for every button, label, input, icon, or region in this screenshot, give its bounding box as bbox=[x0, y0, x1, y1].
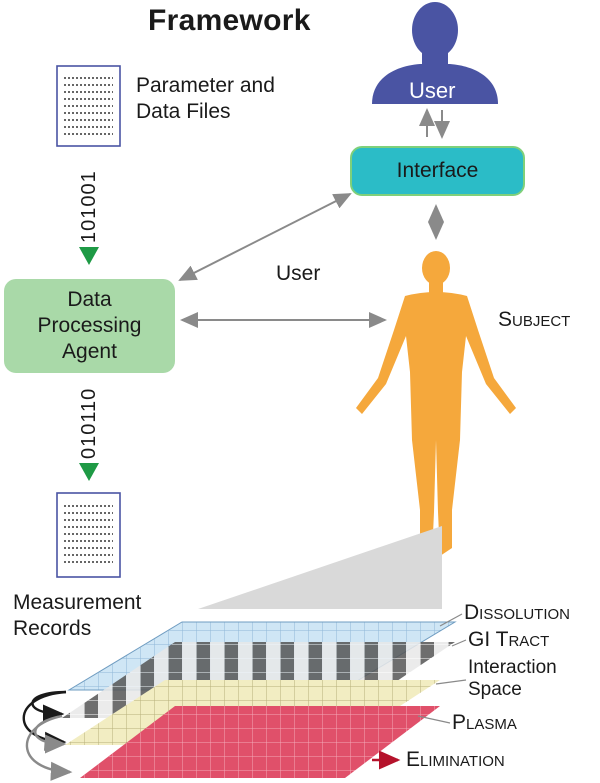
elimination-label: Elimination bbox=[406, 748, 505, 771]
agent-line1: Data bbox=[67, 288, 112, 311]
gi-tract-label: GI Tract bbox=[468, 628, 550, 651]
interaction-space-label: Interaction Space bbox=[468, 657, 557, 701]
parameter-files-label: Parameter and Data Files bbox=[136, 73, 275, 125]
parameter-file-icon bbox=[56, 65, 121, 147]
interface-agent-arrow bbox=[178, 193, 352, 281]
user-figure-icon bbox=[372, 2, 498, 104]
parameter-files-line2: Data Files bbox=[136, 100, 231, 123]
bits-bottom: 010110 bbox=[78, 387, 100, 459]
interface-box[interactable]: Interface bbox=[350, 146, 525, 196]
subject-figure-icon bbox=[356, 251, 516, 556]
down-arrow-bottom-icon bbox=[79, 463, 99, 481]
down-arrow-top-icon bbox=[79, 247, 99, 265]
interaction-line1: Interaction bbox=[468, 657, 557, 678]
interaction-line2: Space bbox=[468, 679, 522, 700]
projection-wedge bbox=[198, 526, 442, 609]
parameter-files-line1: Parameter and bbox=[136, 74, 275, 97]
user-link-label: User bbox=[276, 262, 321, 285]
plasma-label: Plasma bbox=[452, 711, 517, 734]
dissolution-label: Dissolution bbox=[464, 601, 571, 624]
measurement-line2: Records bbox=[13, 617, 92, 640]
subject-label: Subject bbox=[498, 308, 571, 331]
bits-top: 101001 bbox=[78, 170, 100, 243]
agent-line3: Agent bbox=[62, 340, 117, 363]
page-title: Framework bbox=[148, 4, 311, 37]
user-figure-label: User bbox=[409, 78, 456, 103]
data-processing-agent-box[interactable]: Data Processing Agent bbox=[4, 279, 175, 373]
plasma-layer bbox=[80, 706, 440, 778]
agent-line2: Processing bbox=[37, 314, 142, 337]
layer-leader-lines bbox=[417, 613, 467, 724]
measurement-records-icon bbox=[56, 492, 121, 578]
measurement-line1: Measurement bbox=[13, 591, 142, 614]
layer-flow-arrows bbox=[22, 690, 73, 781]
measurement-records-label: Measurement Records bbox=[13, 590, 141, 642]
